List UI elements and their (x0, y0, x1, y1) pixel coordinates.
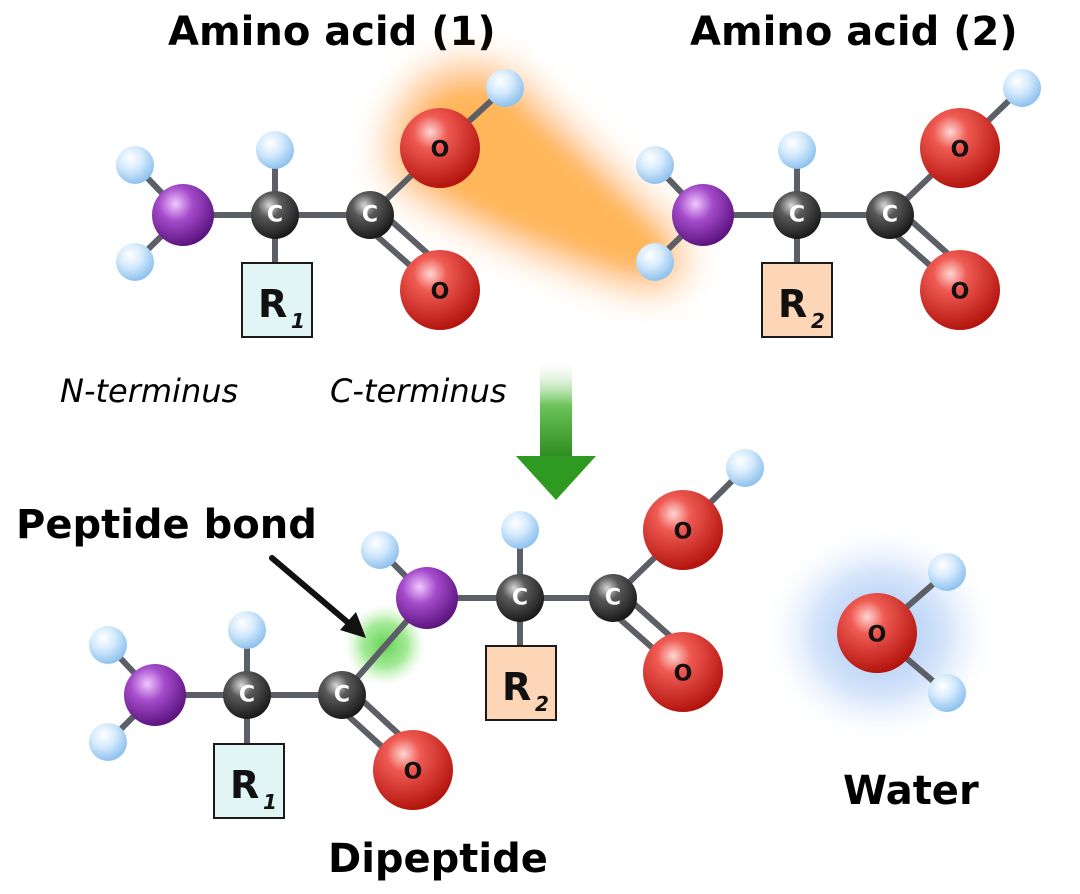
carbon-atom: C (866, 191, 914, 239)
svg-text:O: O (431, 138, 450, 163)
hydrogen-atom (116, 243, 154, 281)
carbon-atom: C (223, 671, 271, 719)
carbon-atom: C (773, 191, 821, 239)
svg-text:1: 1 (263, 790, 277, 814)
oxygen-atom: O (400, 108, 480, 188)
peptide-bond-pointer-arrow (269, 555, 366, 638)
oxygen-atom: O (643, 632, 723, 712)
svg-text:O: O (868, 623, 887, 648)
oxygen-atom: O (400, 250, 480, 330)
hydrogen-atom (256, 131, 294, 169)
side-chain-r2: R 2 (485, 645, 557, 721)
svg-text:2: 2 (811, 309, 825, 333)
svg-text:R: R (778, 282, 807, 326)
svg-text:C: C (267, 203, 283, 228)
svg-text:C: C (882, 203, 898, 228)
dipeptide-molecule: C C C C O O O R 1 (89, 449, 764, 819)
carbon-atom: C (346, 191, 394, 239)
nitrogen-atom (124, 664, 186, 726)
hydrogen-atom (89, 626, 127, 664)
side-chain-r1: R 1 (241, 262, 313, 338)
hydrogen-atom (116, 146, 154, 184)
hydrogen-atom (361, 531, 399, 569)
hydrogen-atom (636, 243, 674, 281)
nitrogen-atom (396, 567, 458, 629)
reaction-arrow (516, 362, 596, 500)
carbon-atom: C (251, 191, 299, 239)
hydrogen-atom (636, 146, 674, 184)
svg-text:C: C (512, 586, 528, 611)
svg-text:O: O (431, 280, 450, 305)
hydrogen-atom (501, 511, 539, 549)
svg-text:R: R (502, 665, 531, 709)
oxygen-atom: O (643, 490, 723, 570)
svg-text:C: C (789, 203, 805, 228)
svg-text:O: O (404, 760, 423, 785)
svg-text:1: 1 (291, 309, 305, 333)
dipeptide-label: Dipeptide (328, 836, 548, 882)
carbon-atom: C (318, 671, 366, 719)
oxygen-atom: O (920, 108, 1000, 188)
svg-text:C: C (239, 683, 255, 708)
svg-text:O: O (951, 280, 970, 305)
hydrogen-atom (726, 449, 764, 487)
n-terminus-label: N-terminus (60, 372, 238, 410)
svg-text:2: 2 (535, 692, 549, 716)
hydrogen-atom (228, 611, 266, 649)
water-label: Water (843, 768, 979, 814)
amino-acid-1: C C O O R 1 (116, 69, 524, 338)
hydrogen-atom (1003, 69, 1041, 107)
oxygen-atom: O (920, 250, 1000, 330)
hydrogen-atom (89, 723, 127, 761)
svg-text:R: R (230, 763, 259, 807)
amino-acid-2-title: Amino acid (2) (690, 9, 1018, 55)
svg-text:C: C (334, 683, 350, 708)
carbon-atom: C (496, 574, 544, 622)
side-chain-r2: R 2 (761, 262, 833, 338)
carbon-atom: C (589, 574, 637, 622)
svg-text:R: R (258, 282, 287, 326)
c-terminus-label: C-terminus (330, 372, 507, 410)
svg-text:C: C (362, 203, 378, 228)
amino-acid-1-title: Amino acid (1) (168, 9, 496, 55)
hydrogen-atom (928, 553, 966, 591)
hydrogen-atom (486, 69, 524, 107)
amino-acid-2: C C O O R 2 (636, 69, 1041, 338)
svg-text:O: O (674, 662, 693, 687)
svg-text:O: O (951, 138, 970, 163)
oxygen-atom: O (837, 593, 917, 673)
svg-text:O: O (674, 520, 693, 545)
hydrogen-atom (928, 674, 966, 712)
side-chain-r1: R 1 (213, 743, 285, 819)
nitrogen-atom (672, 184, 734, 246)
water-molecule: O (837, 553, 966, 712)
nitrogen-atom (152, 184, 214, 246)
svg-text:C: C (605, 586, 621, 611)
hydrogen-atom (778, 131, 816, 169)
peptide-bond-label: Peptide bond (16, 502, 317, 548)
oxygen-atom: O (373, 730, 453, 810)
